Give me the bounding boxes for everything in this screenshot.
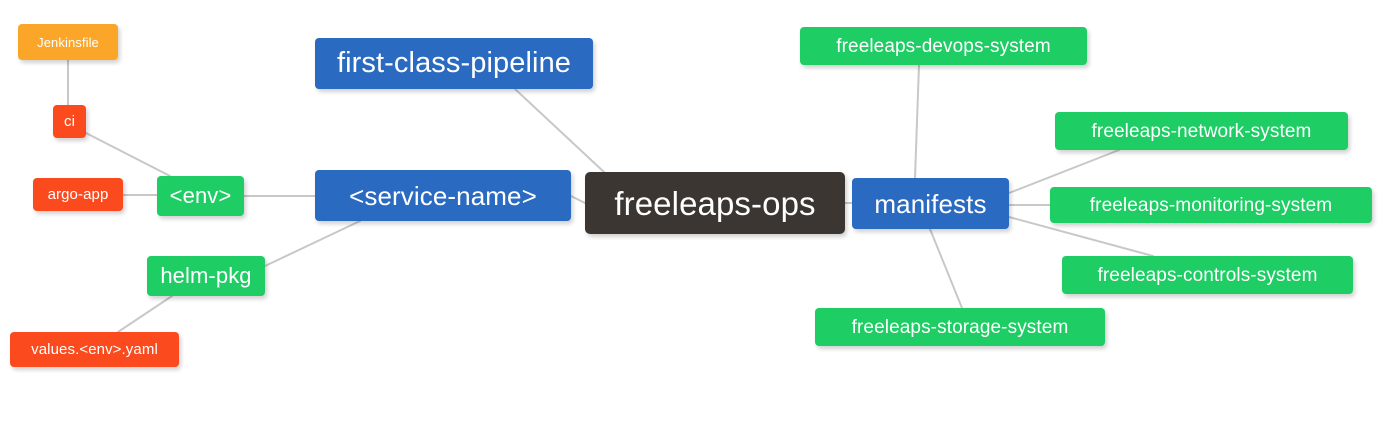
node-helm-pkg[interactable]: helm-pkg [147,256,265,296]
node-label: argo-app [47,186,109,203]
node-values-yaml[interactable]: values.<env>.yaml [10,332,179,367]
node-ci[interactable]: ci [53,105,86,138]
node-label: freeleaps-ops [614,184,816,222]
node-devops-sys[interactable]: freeleaps-devops-system [800,27,1087,65]
edge-manifests-to-storage-sys [929,228,963,309]
node-label: manifests [874,188,987,219]
node-label: freeleaps-network-system [1091,120,1312,142]
node-freeleaps-ops[interactable]: freeleaps-ops [585,172,845,234]
node-label: freeleaps-monitoring-system [1089,194,1333,216]
node-monitoring-sys[interactable]: freeleaps-monitoring-system [1050,187,1372,223]
node-label: helm-pkg [160,263,252,288]
node-first-class[interactable]: first-class-pipeline [315,38,593,89]
edge-manifests-to-devops-sys [914,64,920,179]
edge-freeleaps-ops-to-service-name [570,195,586,204]
edge-helm-pkg-to-values-yaml [117,295,173,333]
node-env[interactable]: <env> [157,176,244,216]
node-service-name[interactable]: <service-name> [315,170,571,221]
node-manifests[interactable]: manifests [852,178,1009,229]
node-storage-sys[interactable]: freeleaps-storage-system [815,308,1105,346]
node-label: freeleaps-storage-system [851,316,1069,338]
edge-freeleaps-ops-to-first-class [514,88,605,173]
node-label: <service-name> [349,180,537,211]
node-label: freeleaps-controls-system [1097,264,1318,286]
node-label: freeleaps-devops-system [836,35,1051,57]
node-label: Jenkinsfile [37,34,99,50]
node-label: values.<env>.yaml [31,341,158,358]
node-label: ci [63,113,76,130]
node-label: <env> [169,183,232,208]
edge-env-to-ci [85,132,171,177]
node-controls-sys[interactable]: freeleaps-controls-system [1062,256,1353,294]
node-network-sys[interactable]: freeleaps-network-system [1055,112,1348,150]
node-jenkinsfile[interactable]: Jenkinsfile [18,24,118,60]
node-label: first-class-pipeline [336,47,572,79]
edge-service-name-to-helm-pkg [264,220,361,267]
node-argo-app[interactable]: argo-app [33,178,123,211]
